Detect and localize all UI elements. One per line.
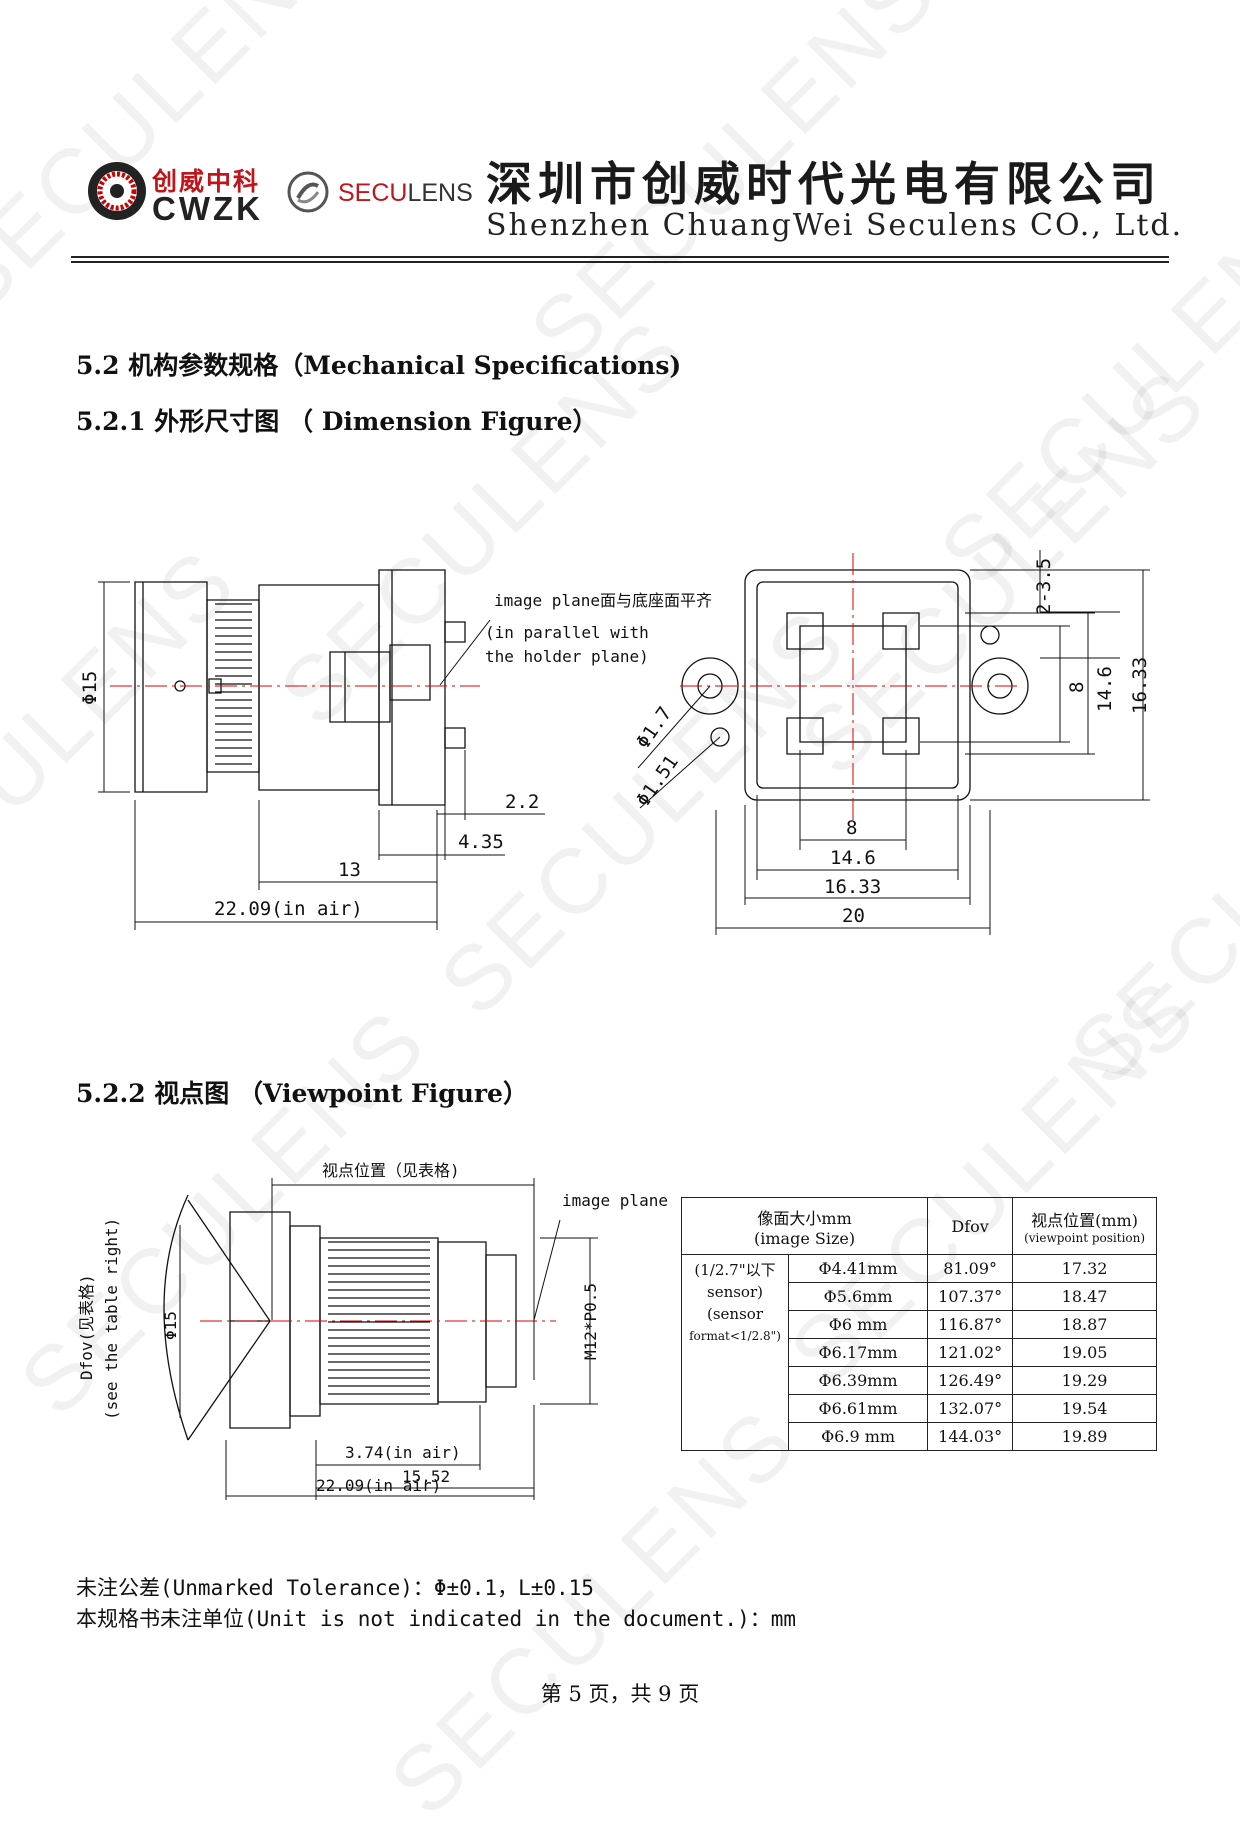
sensor-group-line: sensor) <box>707 1283 763 1301</box>
table-header-dfov: Dfov <box>927 1197 1014 1255</box>
vp-dim-22-09: 22.09(in air) <box>316 1476 441 1495</box>
table-cell-size: Φ6 mm <box>787 1310 929 1339</box>
table-cell-vp: 17.32 <box>1012 1254 1157 1283</box>
cwzk-logo-icon <box>88 162 146 220</box>
sensor-group-line: (sensor <box>707 1305 763 1323</box>
table-cell-vp: 19.89 <box>1012 1422 1157 1451</box>
logo-cn: 创威中科 <box>152 167 261 196</box>
dim-note-image-plane: image plane面与底座面平齐 <box>494 591 712 610</box>
brand-name: SECULENS <box>338 179 473 208</box>
vp-dfov-label: Dfov(见表格) <box>77 1274 96 1380</box>
table-cell-dfov: 144.03° <box>927 1422 1014 1451</box>
dim-front-h20: 20 <box>842 905 865 927</box>
dim-front-v16-33: 16.33 <box>1129 657 1151 714</box>
vp-m12: M12*P0.5 <box>581 1283 600 1360</box>
table-cell-size: Φ5.6mm <box>787 1282 929 1311</box>
dim-front-h8: 8 <box>846 817 857 839</box>
table-cell-vp: 19.54 <box>1012 1394 1157 1423</box>
dim-d15: Φ15 <box>79 671 101 705</box>
table-cell-size: Φ4.41mm <box>787 1254 929 1283</box>
dim-13: 13 <box>338 859 361 881</box>
sensor-group-line: (1/2.7"以下 <box>694 1261 776 1279</box>
dim-front-h14-6: 14.6 <box>830 847 876 869</box>
table-cell-dfov: 116.87° <box>927 1310 1014 1339</box>
vp-image-plane-label: image plane <box>562 1191 668 1210</box>
vp-position-label: 视点位置（见表格) <box>322 1161 460 1180</box>
vp-d15: Φ15 <box>161 1311 180 1340</box>
table-row: Φ6.17mm 121.02° 19.05 <box>682 1338 1157 1367</box>
table-sensor-group: (1/2.7"以下 sensor) (sensor format<1/2.8") <box>681 1254 789 1451</box>
table-cell-vp: 19.05 <box>1012 1338 1157 1367</box>
sensor-group-line: format<1/2.8") <box>689 1329 781 1343</box>
table-row: Φ6 mm 116.87° 18.87 <box>682 1310 1157 1339</box>
company-name-cn: 深圳市创威时代光电有限公司 <box>486 157 1162 211</box>
section-heading: 5.2.2 视点图 （Viewpoint Figure） <box>76 1079 528 1108</box>
unit-note: 本规格书未注单位(Unit is not indicated in the do… <box>76 1607 797 1631</box>
page-number: 第 5 页，共 9 页 <box>540 1682 700 1706</box>
table-header-viewpoint: 视点位置(mm) (viewpoint position) <box>1012 1197 1157 1255</box>
table-row: Φ6.9 mm 144.03° 19.89 <box>682 1422 1157 1451</box>
table-header-size: 像面大小mm (image Size) <box>680 1197 929 1255</box>
dim-front-d1-51: Φ1.51 <box>632 751 683 810</box>
company-name-en: Shenzhen ChuangWei Seculens CO., Ltd. <box>486 208 1184 243</box>
table-row: Φ5.6mm 107.37° 18.47 <box>682 1282 1157 1311</box>
section-heading: 5.2.1 外形尺寸图 （ Dimension Figure） <box>76 407 598 436</box>
table-cell-vp: 18.87 <box>1012 1310 1157 1339</box>
table-header-viewpoint-cn: 视点位置(mm) <box>1031 1211 1138 1230</box>
dim-front-2-3-5: 2-3.5 <box>1033 558 1055 615</box>
dim-front-v14-6: 14.6 <box>1094 666 1116 712</box>
dim-front-h16-33: 16.33 <box>824 876 881 898</box>
tolerance-note: 未注公差(Unmarked Tolerance)：Φ±0.1，L±0.15 <box>76 1576 594 1600</box>
table-row: Φ6.39mm 126.49° 19.29 <box>682 1366 1157 1395</box>
table-cell-dfov: 81.09° <box>927 1254 1014 1283</box>
table-header-size-cn: 像面大小mm <box>757 1208 852 1228</box>
dim-22-09: 22.09(in air) <box>214 898 363 920</box>
table-header-viewpoint-en: (viewpoint position) <box>1024 1231 1146 1245</box>
dim-front-v8: 8 <box>1066 682 1088 693</box>
dim-note-holder: the holder plane) <box>485 647 649 666</box>
logo-en: CWZK <box>152 190 263 227</box>
table-cell-dfov: 132.07° <box>927 1394 1014 1423</box>
header-rule <box>71 256 1169 258</box>
vp-dfov-note: (see the table right) <box>102 1218 121 1420</box>
dimension-side-view: Φ15 2.2 4.35 13 22.09(in air) image plan… <box>79 0 712 1000</box>
table-header-size-en: (image Size) <box>754 1228 856 1248</box>
dim-note-parallel: (in parallel with <box>485 623 649 642</box>
table-cell-size: Φ6.9 mm <box>787 1422 929 1451</box>
dim-4-35: 4.35 <box>458 831 504 853</box>
table-cell-size: Φ6.17mm <box>787 1338 929 1367</box>
dimension-front-view: 8 14.6 16.33 20 8 14.6 16.33 2-3.5 Φ1.7 … <box>632 0 1151 1000</box>
dim-2-2: 2.2 <box>505 791 539 813</box>
dim-front-d1-7: Φ1.7 <box>632 703 676 753</box>
vp-dim-3-74: 3.74(in air) <box>345 1443 461 1462</box>
table-cell-size: Φ6.39mm <box>787 1366 929 1395</box>
table-cell-size: Φ6.61mm <box>787 1394 929 1423</box>
brand-suffix: LENS <box>407 179 473 207</box>
viewpoint-table: 像面大小mm (image Size) Dfov 视点位置(mm) (viewp… <box>680 1197 1157 1451</box>
table-cell-dfov: 107.37° <box>927 1282 1014 1311</box>
seculens-logo-icon <box>286 170 330 214</box>
table-cell-dfov: 126.49° <box>927 1366 1014 1395</box>
brand-prefix: SECU <box>338 179 408 207</box>
vp-dim-15-52: 15.52 <box>402 1467 450 1486</box>
viewpoint-figure: 视点位置（见表格) image plane Dfov(见表格) (see the… <box>77 1161 668 1510</box>
section-heading: 5.2 机构参数规格（Mechanical Specifications) <box>76 351 682 380</box>
header-rule <box>71 261 1169 263</box>
table-cell-dfov: 121.02° <box>927 1338 1014 1367</box>
table-row: (1/2.7"以下 sensor) (sensor format<1/2.8")… <box>681 1254 1157 1451</box>
table-cell-vp: 18.47 <box>1012 1282 1157 1311</box>
table-cell-vp: 19.29 <box>1012 1366 1157 1395</box>
